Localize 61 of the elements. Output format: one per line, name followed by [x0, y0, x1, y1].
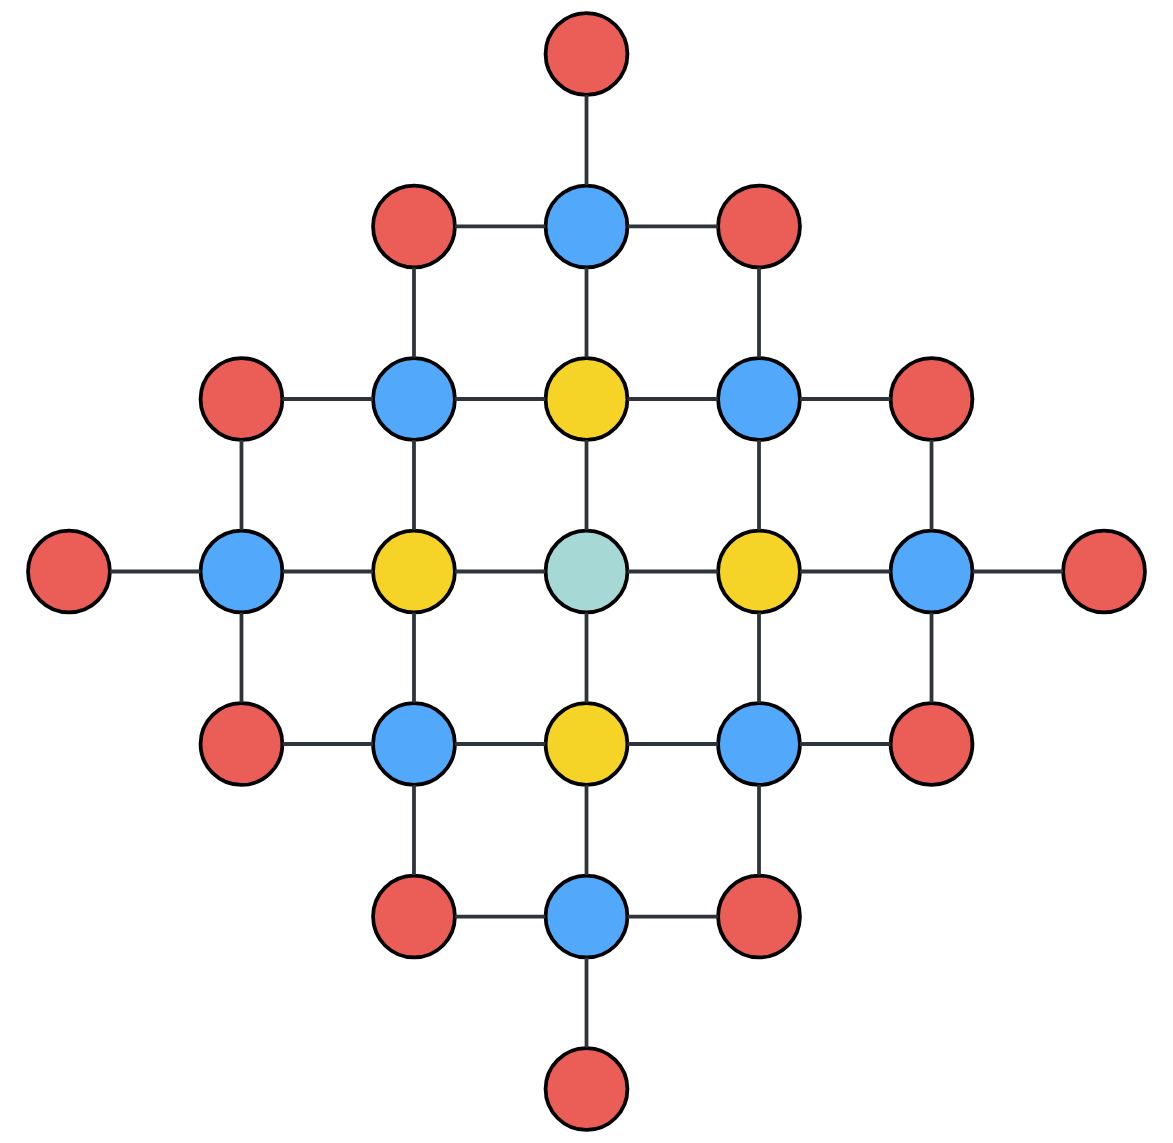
connector — [239, 440, 244, 531]
connector — [757, 612, 761, 703]
connector — [239, 612, 244, 703]
connector — [757, 785, 761, 876]
connector — [800, 569, 891, 574]
node-circle — [543, 1046, 630, 1132]
connector — [455, 914, 546, 919]
connector — [757, 267, 761, 358]
connector — [110, 569, 201, 574]
connector — [584, 267, 589, 358]
connector — [584, 957, 589, 1048]
node-circle — [1061, 528, 1147, 615]
connector — [627, 397, 718, 401]
connector — [412, 440, 416, 531]
node-circle — [543, 11, 630, 97]
node-circle — [371, 701, 457, 787]
node-circle — [543, 356, 630, 442]
node-circle — [198, 528, 285, 615]
node-circle — [716, 356, 802, 442]
node-circle — [716, 701, 802, 787]
connector — [412, 612, 416, 703]
connector — [455, 397, 546, 401]
node-circle — [888, 528, 975, 615]
connector — [584, 440, 589, 531]
node-circle — [543, 183, 630, 270]
node-circle — [371, 873, 457, 960]
connector — [412, 785, 416, 876]
node-circle — [543, 873, 630, 960]
node-circle — [198, 701, 285, 787]
connector — [455, 569, 546, 574]
connector — [282, 569, 373, 574]
connector — [929, 612, 934, 703]
node-circle — [888, 701, 975, 787]
node-circle — [371, 356, 457, 442]
node-circle — [543, 701, 630, 787]
node-circle — [371, 528, 457, 615]
node-circle — [716, 873, 802, 960]
connector — [757, 440, 761, 531]
node-circle — [371, 183, 457, 270]
connector — [282, 742, 373, 746]
node-circle — [543, 528, 630, 615]
connector — [800, 397, 891, 401]
connector — [627, 224, 718, 229]
connector — [584, 95, 589, 185]
node-circle — [26, 528, 112, 615]
connector — [584, 785, 589, 876]
connector — [412, 267, 416, 358]
connector — [282, 397, 373, 401]
connector — [929, 440, 934, 531]
connector — [627, 569, 718, 574]
connector — [627, 742, 718, 746]
connector — [972, 569, 1063, 574]
connector — [455, 742, 546, 746]
node-circle — [198, 356, 285, 442]
connector — [800, 742, 891, 746]
connector — [627, 914, 718, 919]
node-circle — [716, 183, 802, 270]
connector — [584, 612, 589, 703]
node-circle — [888, 356, 975, 442]
node-circle — [716, 528, 802, 615]
connector — [455, 224, 546, 229]
